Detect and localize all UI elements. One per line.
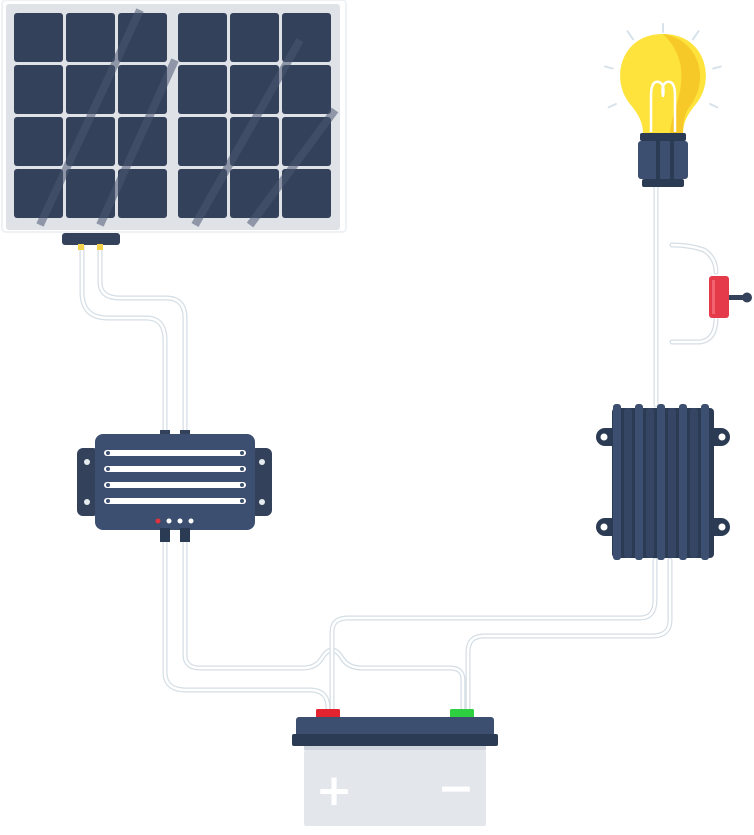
inverter-icon: [596, 404, 730, 560]
wire-controller-battery-negative: [182, 537, 466, 711]
switch-knob: [742, 292, 752, 303]
solar-cell: [66, 117, 115, 166]
battery-plus-sign: +: [316, 765, 353, 816]
solar-cell: [178, 169, 227, 218]
solar-cell: [230, 13, 279, 62]
battery-positive-terminal: [316, 709, 340, 719]
vent-slot: [104, 466, 246, 472]
light-ray: [607, 102, 617, 109]
inverter-fin: [635, 404, 643, 560]
controller-led: [177, 518, 183, 524]
battery-lid: [296, 717, 494, 737]
light-ray: [691, 30, 700, 41]
controller-mount-left: [77, 448, 99, 516]
light-ray: [709, 102, 719, 109]
bulb-base: [638, 141, 688, 179]
solar-cell: [282, 169, 331, 218]
battery-negative-terminal: [450, 709, 474, 719]
controller-led: [166, 518, 172, 524]
panel-connector: [97, 244, 103, 250]
solar-panel-icon: [1, 0, 347, 250]
panel-glare: [246, 107, 339, 228]
inverter-fin: [668, 408, 676, 558]
inverter-fin: [701, 404, 709, 560]
panel-glare: [36, 8, 144, 227]
wire-battery-inverter-a: [329, 557, 658, 711]
inverter-fin: [690, 408, 698, 558]
solar-cell: [178, 117, 227, 166]
bulb-rays: [604, 23, 722, 109]
light-ray: [604, 65, 614, 70]
charge-controller-icon: [77, 430, 272, 542]
inverter-fin: [657, 404, 665, 560]
vent-slot: [104, 498, 246, 504]
wire-panel-controller-b: [97, 242, 188, 435]
solar-cell: [66, 65, 115, 114]
light-ray: [626, 30, 635, 41]
solar-cell: [14, 13, 63, 62]
solar-cell: [66, 13, 115, 62]
battery-body: [304, 750, 486, 826]
inverter-fin: [646, 408, 654, 558]
light-ray: [712, 65, 722, 70]
controller-led-red: [155, 518, 161, 524]
solar-cell: [282, 65, 331, 114]
vent-slot: [104, 482, 246, 488]
controller-led: [188, 518, 194, 524]
bulb-filament: [649, 80, 677, 132]
inverter-fin: [679, 404, 687, 560]
solar-cell: [14, 65, 63, 114]
solar-cell: [66, 169, 115, 218]
wire-panel-controller-a: [79, 242, 168, 435]
inverter-fin: [624, 408, 632, 558]
inverter-heat-fins: [612, 404, 714, 560]
inverter-fin: [613, 404, 621, 560]
panel-glare: [191, 38, 304, 227]
controller-vent-slots: [104, 450, 246, 504]
switch-icon: [709, 276, 752, 318]
solar-cell: [230, 117, 279, 166]
wires: [79, 185, 719, 711]
battery-minus-sign: −: [438, 763, 475, 814]
battery-icon: + −: [292, 709, 498, 826]
solar-cell: [178, 13, 227, 62]
panel-junction-box: [62, 233, 120, 245]
panel-connector: [78, 244, 84, 250]
solar-cell: [178, 65, 227, 114]
wire-battery-inverter-b: [465, 557, 673, 711]
light-bulb-icon: [604, 23, 722, 187]
panel-glare: [96, 58, 179, 227]
vent-slot: [104, 450, 246, 456]
solar-cell: [14, 117, 63, 166]
solar-cell: [118, 169, 167, 218]
panel-cells: [14, 8, 339, 228]
wire-controller-battery-positive: [162, 537, 331, 711]
controller-mount-right: [250, 448, 272, 516]
wire-switch-loop: [669, 242, 719, 345]
